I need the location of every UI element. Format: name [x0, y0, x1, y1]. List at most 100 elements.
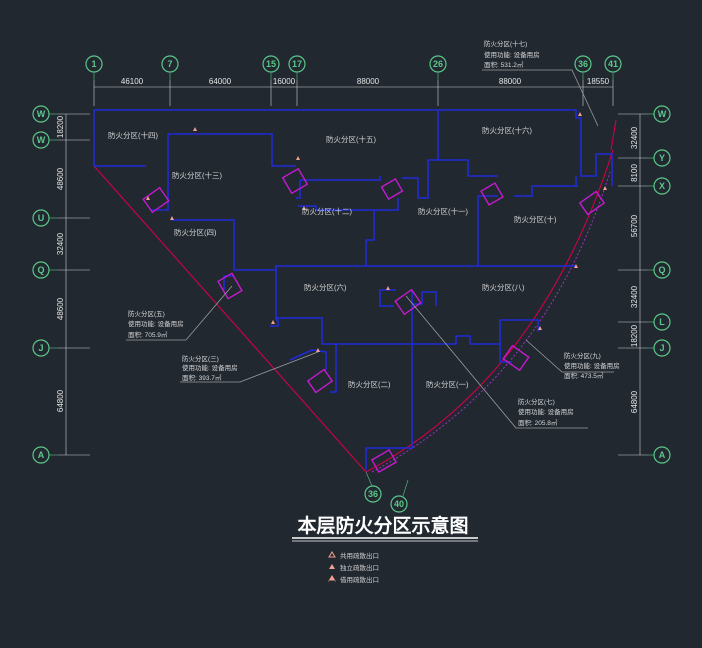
right-dim-5: 18200 [630, 324, 639, 347]
right-grid-bubble-q: Q [648, 261, 671, 279]
zone-12-label: 防火分区(十二) [302, 206, 352, 216]
right-grid-bubble-l: L [648, 313, 671, 331]
svg-text:7: 7 [167, 59, 172, 69]
bottom-grid-bubble-40: 40 [390, 479, 409, 513]
stair-9 [306, 368, 334, 394]
inner-purple-edge [371, 171, 611, 473]
svg-text:15: 15 [266, 59, 276, 69]
diagram-title: 本层防火分区示意图 [297, 514, 468, 537]
right-dim-4: 32400 [630, 285, 639, 308]
left-dim-4: 48600 [56, 297, 65, 320]
right-grid-bubble-j: J [648, 339, 671, 357]
stair-3 [380, 177, 404, 201]
right-grid-bubble-x: X [648, 177, 671, 195]
svg-text:独立疏散出口: 独立疏散出口 [340, 563, 379, 572]
stair-symbols [142, 167, 606, 474]
svg-text:面积: 705.9㎡: 面积: 705.9㎡ [128, 330, 168, 339]
stair-8 [502, 344, 530, 372]
svg-text:使用功能: 设备用房: 使用功能: 设备用房 [128, 319, 184, 328]
right-grid-bubble-w: W [648, 105, 671, 123]
right-grid-bubble-y: Y [648, 149, 671, 167]
svg-text:防火分区(九): 防火分区(九) [564, 351, 601, 360]
svg-text:使用功能: 设备用房: 使用功能: 设备用房 [564, 361, 620, 370]
left-dim-2: 48600 [56, 167, 65, 190]
svg-text:L: L [659, 317, 665, 327]
top-grid-bubble-15: 15 [262, 55, 280, 73]
top-dim-1: 46100 [121, 77, 144, 86]
stair-10 [370, 448, 398, 474]
annotation-leaders [126, 69, 614, 429]
fire-zone-boundaries [93, 109, 613, 470]
legend-item-independent-exit: 独立疏散出口 [329, 563, 379, 572]
svg-text:防火分区(五): 防火分区(五) [128, 309, 165, 318]
stair-7 [394, 288, 422, 316]
svg-text:17: 17 [292, 59, 302, 69]
left-grid-bubble-j: J [32, 339, 58, 357]
note-zone-5: 防火分区(五) 使用功能: 设备用房 面积: 705.9㎡ [128, 309, 184, 339]
top-grid-bubble-17: 17 [288, 55, 306, 73]
top-dim-6: 18550 [587, 77, 610, 86]
zone-4-label: 防火分区(四) [174, 227, 217, 237]
right-grid-bubble-a: A [648, 446, 671, 464]
zone-15-label: 防火分区(十五) [326, 134, 376, 144]
left-dim-1: 18200 [56, 115, 65, 138]
svg-text:26: 26 [433, 59, 443, 69]
svg-text:使用功能: 设备用房: 使用功能: 设备用房 [484, 50, 540, 59]
zone-16-label: 防火分区(十六) [482, 125, 532, 135]
top-dimension-lines [93, 80, 614, 106]
top-grid-bubble-36: 36 [574, 55, 592, 73]
svg-text:防火分区(七): 防火分区(七) [518, 397, 555, 406]
shared-exit-icon [328, 551, 336, 558]
legend-item-borrowed-exit: 借用疏散出口 [328, 575, 379, 584]
svg-text:Y: Y [659, 153, 665, 163]
svg-text:A: A [38, 450, 45, 460]
zone-11-label: 防火分区(十一) [418, 206, 468, 216]
legend: 共用疏散出口 独立疏散出口 借用疏散出口 [328, 551, 379, 584]
borrowed-exit-icon [328, 575, 336, 582]
left-grid-bubble-w1: W [32, 105, 58, 123]
top-dim-3: 16000 [273, 77, 296, 86]
svg-text:防火分区(十七): 防火分区(十七) [484, 39, 527, 48]
zone-8-label: 防火分区(八) [482, 282, 525, 292]
svg-text:Q: Q [37, 265, 44, 275]
legend-item-shared-exit: 共用疏散出口 [328, 551, 379, 560]
bottom-grid-bubble-36: 36 [364, 471, 382, 503]
svg-text:36: 36 [578, 59, 588, 69]
svg-text:J: J [659, 343, 664, 353]
right-dim-3: 56700 [630, 214, 639, 237]
svg-text:40: 40 [394, 499, 404, 509]
left-grid-bubble-q: Q [32, 261, 58, 279]
svg-text:防火分区(三): 防火分区(三) [182, 354, 219, 363]
top-grid-bubble-26: 26 [429, 55, 447, 73]
stair-2 [281, 167, 309, 195]
stair-6 [217, 272, 243, 300]
zone-14-label: 防火分区(十四) [108, 130, 158, 140]
stair-1 [142, 186, 170, 214]
zone-6-label: 防火分区(六) [304, 282, 347, 292]
top-grid-bubble-41: 41 [604, 55, 622, 73]
svg-text:W: W [37, 109, 46, 119]
independent-exit-icon [329, 564, 335, 569]
top-dim-5: 88000 [499, 77, 522, 86]
top-dim-2: 64000 [209, 77, 232, 86]
exit-markers [146, 112, 607, 352]
svg-text:X: X [659, 181, 665, 191]
svg-text:U: U [38, 213, 45, 223]
outer-red-outline [93, 119, 617, 473]
zone-2-label: 防火分区(二) [348, 379, 391, 389]
note-zone-17: 防火分区(十七) 使用功能: 设备用房 面积: 531.2㎡ [484, 39, 540, 69]
top-grid-bubble-7: 7 [161, 55, 179, 73]
zone-1-label: 防火分区(一) [426, 379, 469, 389]
right-dim-2: 8100 [630, 164, 639, 182]
left-grid-bubble-u: U [32, 209, 58, 227]
svg-text:共用疏散出口: 共用疏散出口 [340, 551, 379, 560]
stair-5 [578, 190, 606, 216]
svg-text:面积: 531.2㎡: 面积: 531.2㎡ [484, 60, 524, 69]
left-grid-bubble-w2: W [32, 131, 58, 149]
right-dimension-lines [618, 113, 648, 456]
left-dim-3: 32400 [56, 232, 65, 255]
zone-13-label: 防火分区(十三) [172, 170, 222, 180]
left-grid-bubble-a: A [32, 446, 58, 464]
right-dim-1: 32400 [630, 126, 639, 149]
